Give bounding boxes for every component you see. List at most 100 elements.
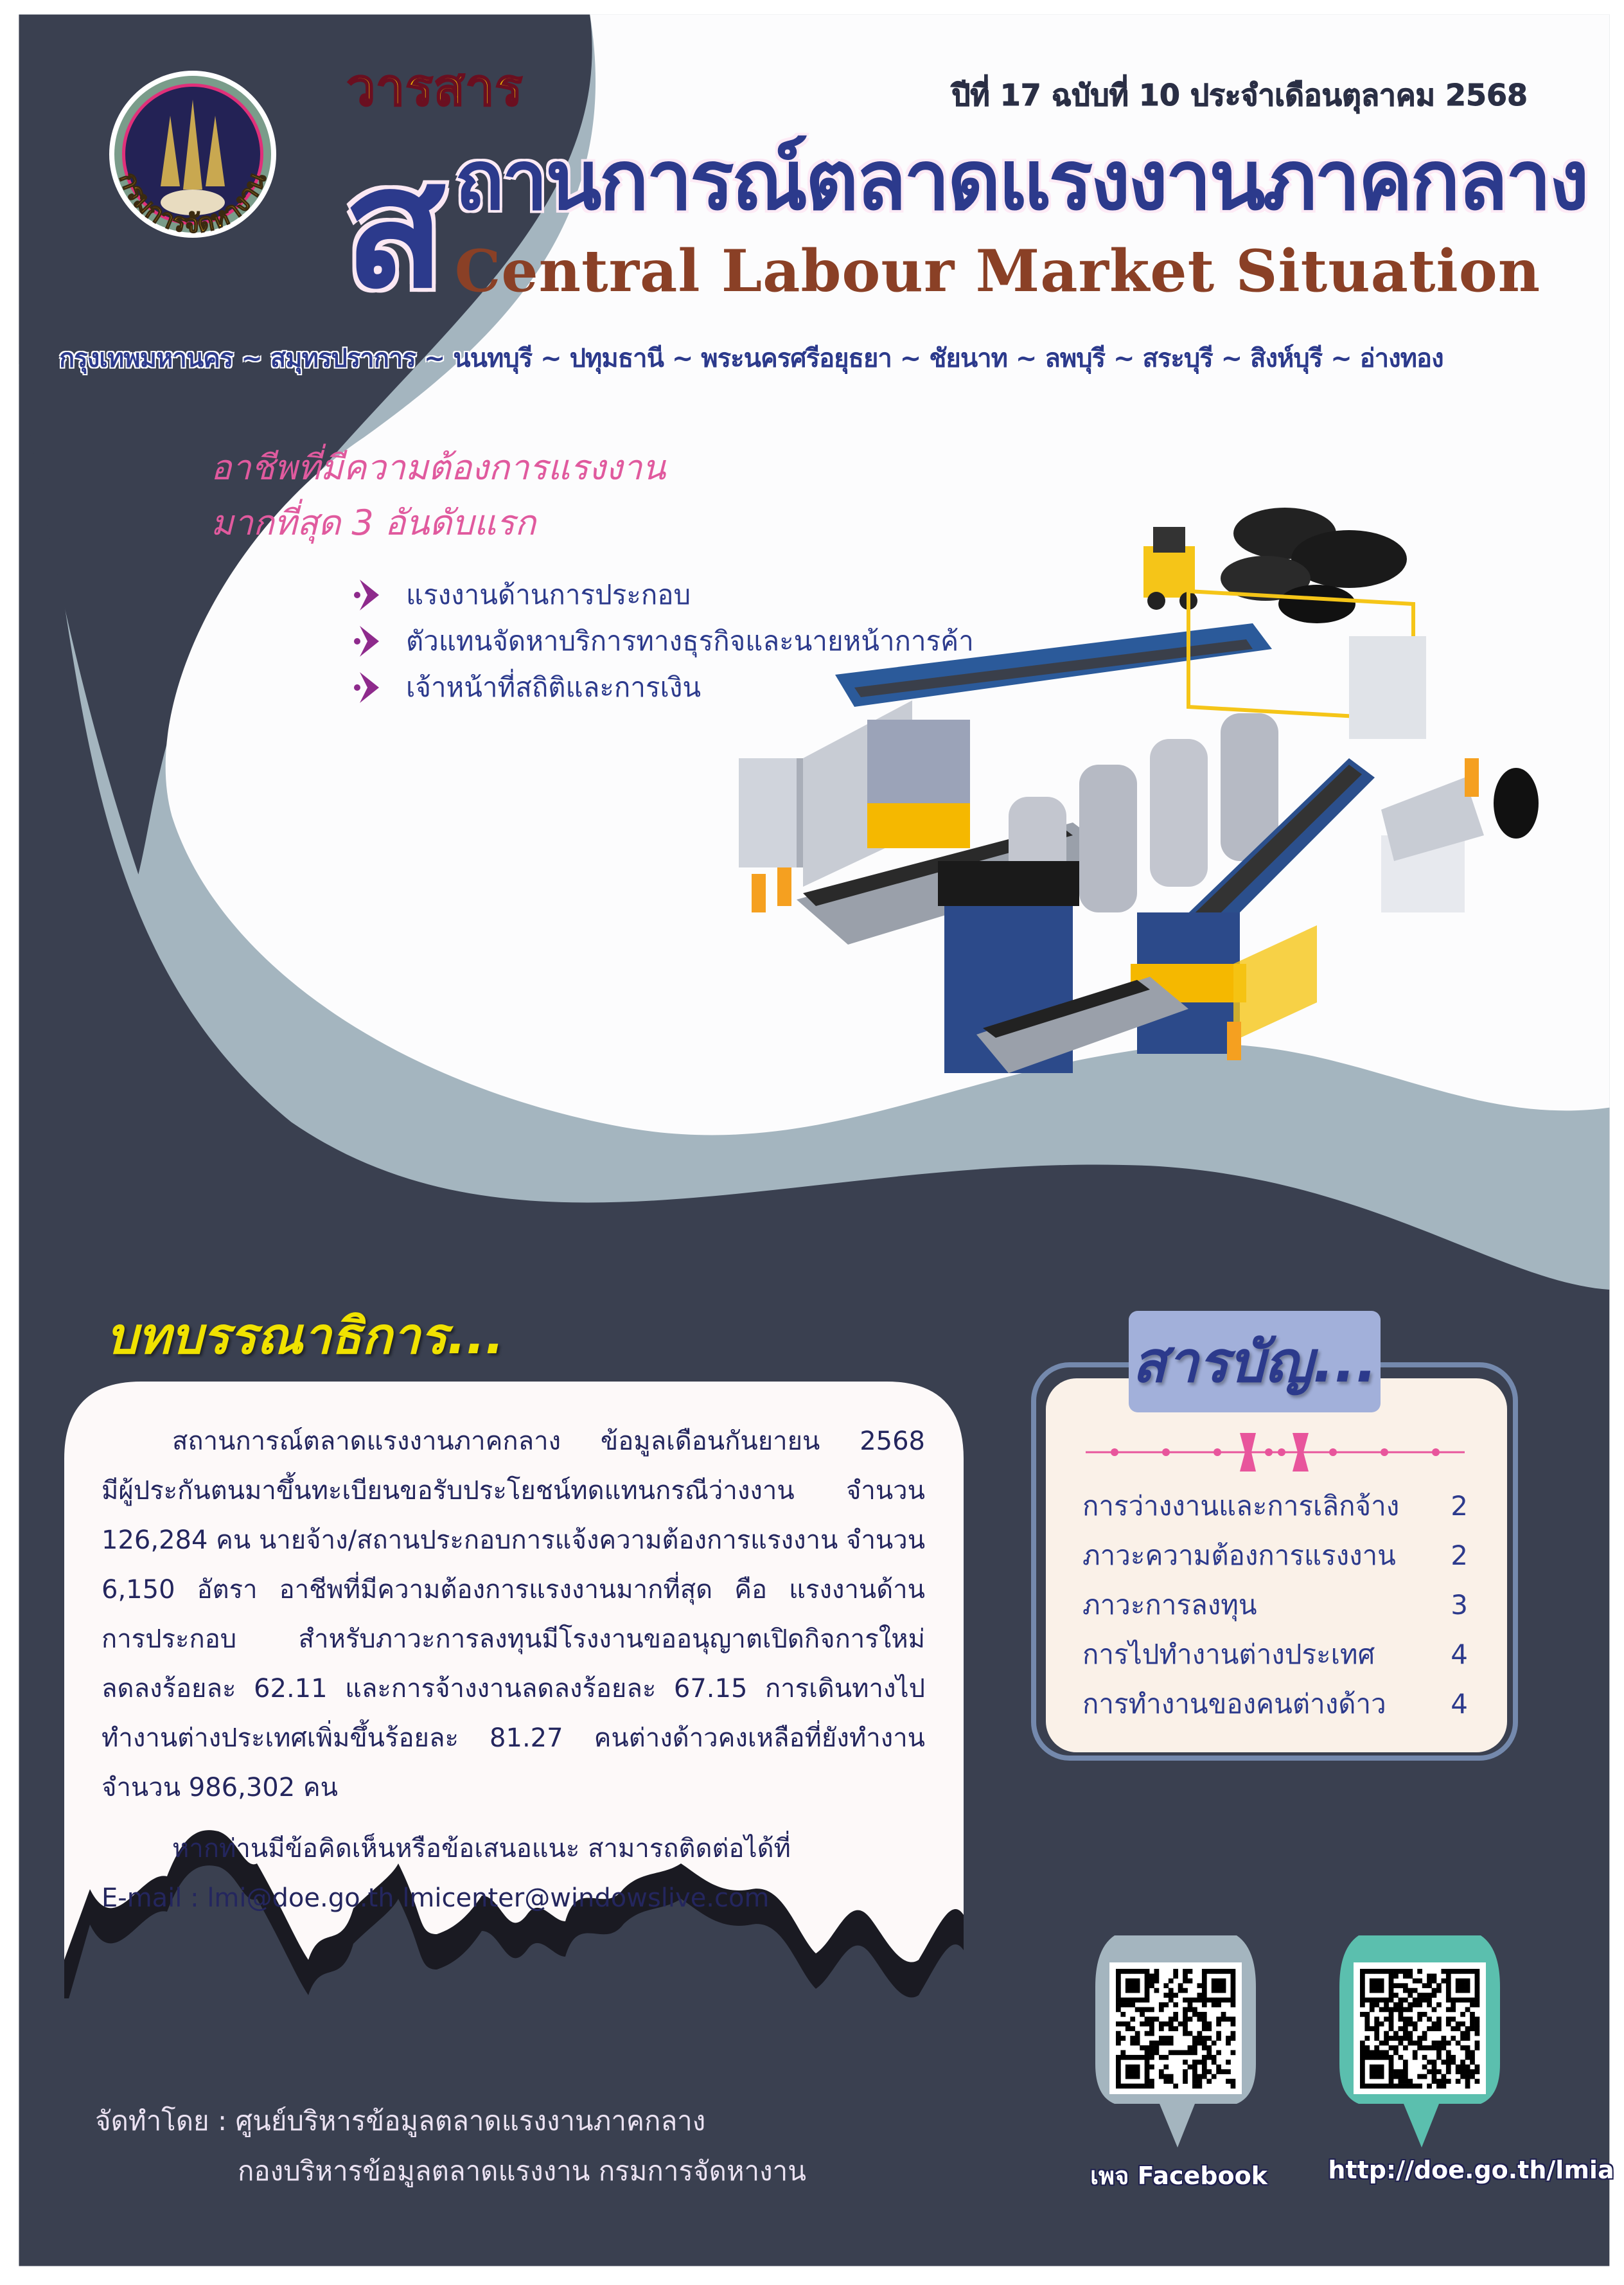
qr-module (1388, 2011, 1394, 2017)
qr-module (1369, 1987, 1375, 1993)
qr-module (1412, 1997, 1418, 2003)
qr-module (1211, 1969, 1217, 1974)
website-qr-bubble[interactable] (1339, 1935, 1500, 2147)
qr-module (1427, 2069, 1432, 2074)
facebook-qr-bubble[interactable] (1095, 1935, 1256, 2147)
qr-module (1140, 2007, 1145, 2013)
editorial-text: สถานการณ์ตลาดแรงงานภาคกลาง ข้อมูลเดือนกั… (102, 1417, 925, 1923)
qr-module (1360, 2069, 1365, 2074)
qr-module (1402, 1973, 1408, 1979)
qr-module (1221, 1978, 1226, 1984)
qr-module (1192, 2079, 1197, 2084)
qr-module (1183, 1987, 1188, 1993)
qr-module (1134, 2036, 1140, 2041)
qr-module (1168, 1997, 1174, 2003)
qr-module (1388, 2083, 1394, 2089)
qr-module (1125, 2021, 1131, 2027)
qr-module (1211, 2074, 1217, 2079)
qr-module (1144, 2050, 1150, 2056)
qr-module (1364, 2036, 1370, 2041)
qr-module (1474, 2031, 1480, 2036)
qr-module (1211, 1987, 1217, 1993)
qr-module (1398, 2074, 1404, 2079)
qr-module (1230, 1993, 1236, 1998)
qr-module (1369, 1983, 1375, 1989)
qr-module (1168, 2016, 1174, 2022)
qr-module (1154, 2016, 1160, 2022)
qr-module (1149, 2054, 1154, 2060)
qr-module (1422, 2031, 1427, 2036)
qr-module (1374, 2054, 1380, 2060)
qr-module (1408, 2079, 1413, 2084)
qr-module (1388, 2007, 1394, 2013)
qr-module (1130, 2040, 1136, 2046)
qr-module (1455, 2079, 1461, 2084)
qr-module (1408, 2036, 1413, 2041)
qr-module (1201, 2016, 1207, 2022)
qr-module (1163, 2021, 1169, 2027)
qr-module (1436, 2069, 1442, 2074)
qr-module (1158, 2036, 1164, 2041)
qr-module (1374, 1997, 1380, 2003)
qr-module (1436, 2054, 1442, 2060)
qr-module (1120, 2002, 1126, 2007)
qr-module (1197, 1983, 1203, 1989)
website-link[interactable]: http://doe.go.th/lmia (1328, 2156, 1614, 2184)
qr-module (1158, 2021, 1164, 2027)
qr-module (1120, 1969, 1126, 1974)
qr-module (1393, 2074, 1399, 2079)
qr-module (1398, 2069, 1404, 2074)
qr-module (1408, 1993, 1413, 1998)
qr-module (1187, 2007, 1193, 2013)
email-line[interactable]: E-mail : lmi@doe.go.th lmicenter@windows… (102, 1883, 770, 1913)
qr-module (1158, 2054, 1164, 2060)
qr-module (1374, 1987, 1380, 1993)
qr-module (1369, 2054, 1375, 2060)
qr-module (1201, 2054, 1207, 2060)
qr-module (1474, 1997, 1480, 2003)
toc-panel (1046, 1378, 1507, 1752)
qr-module (1163, 1983, 1169, 1989)
qr-module (1226, 2079, 1231, 2084)
qr-module (1216, 2050, 1221, 2056)
qr-module (1422, 2036, 1427, 2041)
qr-module (1158, 2007, 1164, 2013)
qr-module (1192, 2007, 1197, 2013)
qr-module (1183, 2050, 1188, 2056)
qr-module (1460, 1978, 1465, 1984)
toc-label: ภาวะการลงทุน (1082, 1589, 1257, 1621)
qr-module (1451, 2054, 1456, 2060)
qr-module (1474, 1993, 1480, 1998)
qr-module (1388, 1997, 1394, 2003)
qr-module (1431, 2026, 1437, 2032)
qr-module (1398, 2002, 1404, 2007)
qr-module (1125, 2064, 1131, 2070)
qr-module (1374, 2069, 1380, 2074)
editorial-box (64, 1382, 964, 1998)
qr-module (1192, 2050, 1197, 2056)
qr-module (1465, 2045, 1470, 2050)
qr-module (1211, 2054, 1217, 2060)
qr-module (1445, 1983, 1451, 1989)
qr-module (1470, 2074, 1475, 2079)
qr-module (1465, 2064, 1470, 2070)
qr-module (1422, 1997, 1427, 2003)
qr-module (1474, 2040, 1480, 2046)
qr-module (1154, 1973, 1160, 1979)
editorial-line: มีผู้ประกันตนมาขึ้นทะเบียนขอรับประโยชน์ท… (102, 1476, 925, 1506)
qr-module (1116, 2054, 1121, 2060)
qr-module (1388, 1987, 1394, 1993)
qr-module (1201, 2021, 1207, 2027)
qr-module (1149, 2021, 1154, 2027)
qr-module (1364, 2016, 1370, 2022)
qr-module (1369, 2064, 1375, 2070)
qr-module (1149, 2026, 1154, 2032)
qr-module (1451, 2036, 1456, 2041)
qr-module (1168, 2026, 1174, 2032)
facebook-label[interactable]: เพจ Facebook (1090, 2162, 1267, 2190)
